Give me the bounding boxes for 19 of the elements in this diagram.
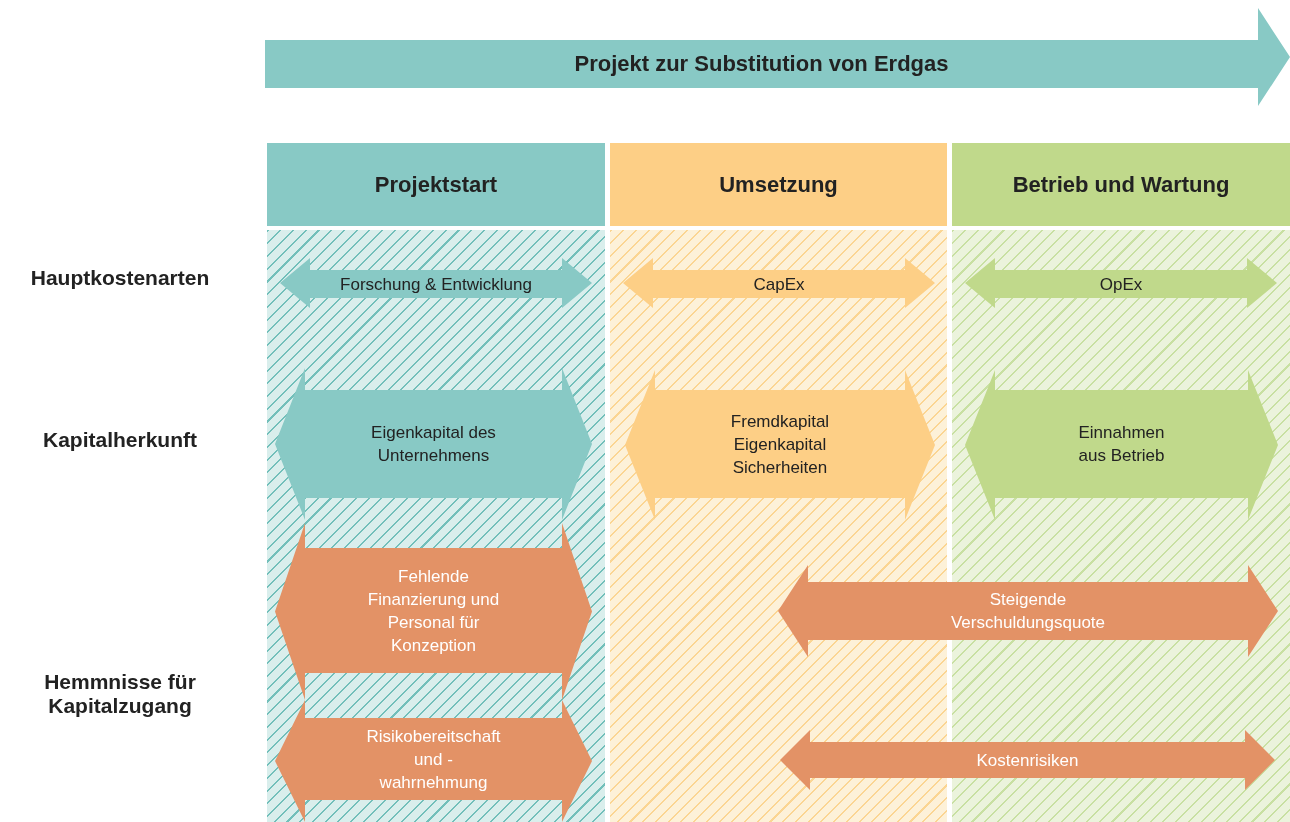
arrow-label: Einnahmen aus Betrieb bbox=[1077, 422, 1166, 467]
phase-header: Projektstart bbox=[267, 143, 605, 226]
row-label: Kapitalherkunft bbox=[42, 428, 198, 452]
phase-header: Betrieb und Wartung bbox=[952, 143, 1290, 226]
arrow-label: Eigenkapital bbox=[733, 433, 827, 456]
arrow-label: Risikobereitschaft und -wahrnehmung bbox=[366, 725, 501, 794]
arrow-label: Fremdkapital bbox=[730, 410, 830, 433]
arrow-label: Sicherheiten bbox=[732, 456, 828, 479]
row-label: Hemmnisse für Kapitalzugang bbox=[43, 670, 197, 718]
arrow-label: Steigende Verschuldungsquote bbox=[949, 589, 1107, 634]
arrow-label: OpEx bbox=[1099, 273, 1143, 296]
arrow-label: Eigenkapital des Unternehmens bbox=[370, 422, 497, 467]
arrow-label: CapEx bbox=[753, 273, 805, 296]
arrow-label: Forschung & Entwicklung bbox=[340, 273, 532, 296]
arrow-label: Kostenrisiken bbox=[976, 749, 1079, 772]
arrow-title: Projekt zur Substitution von Erdgas bbox=[573, 50, 950, 78]
row-label: Hauptkostenarten bbox=[29, 266, 211, 290]
arrow-label: Fehlende Finanzierung und Personal für Konzeption bbox=[366, 565, 501, 657]
phase-header: Umsetzung bbox=[610, 143, 947, 226]
